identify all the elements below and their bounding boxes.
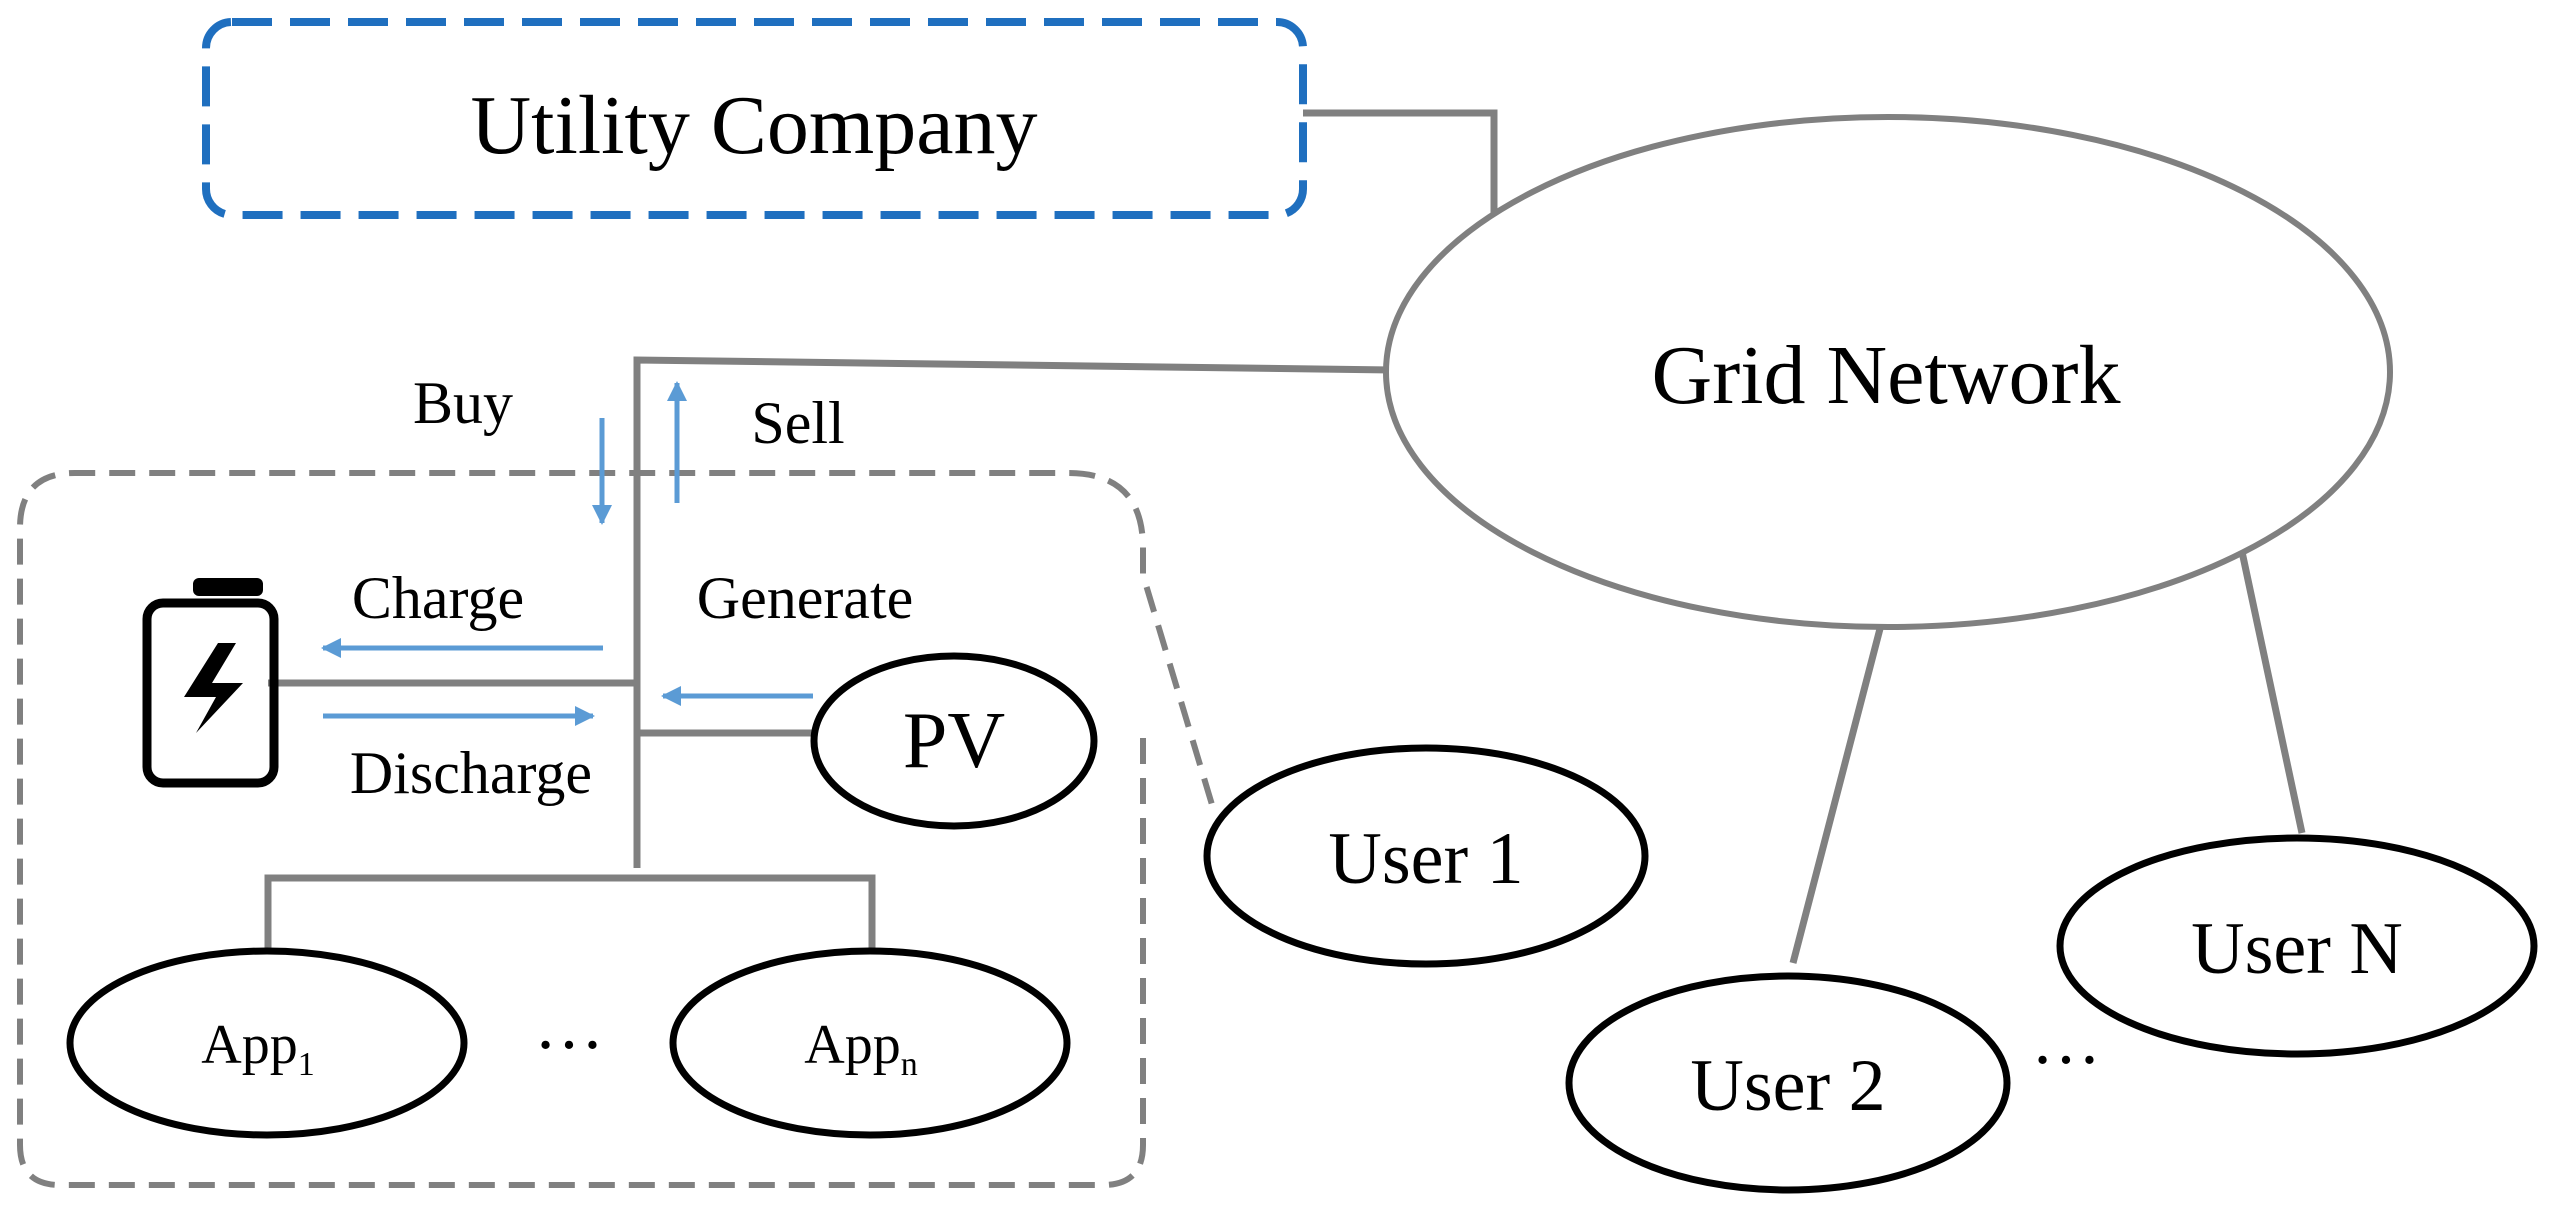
user-1-node xyxy=(1203,744,1649,968)
home-boundary xyxy=(17,470,1216,1188)
buy-label: Buy xyxy=(413,370,513,436)
grid-network-label: Grid Network xyxy=(1652,329,2121,422)
apps-ellipsis: … xyxy=(534,987,604,1064)
appliance-1-node xyxy=(66,947,468,1139)
charge-label: Charge xyxy=(352,565,524,631)
battery-icon xyxy=(142,578,279,788)
grid-to-home-line xyxy=(633,356,1393,868)
appliance-n-label: Appn xyxy=(804,1014,917,1083)
flow-arrows xyxy=(321,381,813,726)
user-n-label: User N xyxy=(2191,908,2403,990)
utility-to-grid-line xyxy=(1303,109,1498,213)
utility-company-box xyxy=(202,18,1307,219)
appliance-n-node xyxy=(669,947,1071,1139)
users-ellipsis: … xyxy=(2031,1002,2101,1079)
pv-label: PV xyxy=(903,697,1005,785)
user-2-label: User 2 xyxy=(1690,1045,1885,1127)
user-n-node xyxy=(2056,834,2538,1058)
grid-to-user2-line xyxy=(1789,597,1892,964)
user-1-label: User 1 xyxy=(1328,818,1523,900)
connection-lines xyxy=(264,109,2306,964)
discharge-label: Discharge xyxy=(350,740,592,806)
grid-to-usern-line xyxy=(2234,532,2306,834)
user-2-node xyxy=(1565,972,2011,1194)
pv-node xyxy=(810,652,1098,830)
appliance-1-label: App1 xyxy=(201,1014,314,1083)
generate-label: Generate xyxy=(697,565,914,631)
utility-company-label: Utility Company xyxy=(471,79,1038,172)
apps-bus-line xyxy=(264,874,876,948)
sell-label: Sell xyxy=(751,390,844,456)
grid-network-node xyxy=(1383,114,2393,630)
